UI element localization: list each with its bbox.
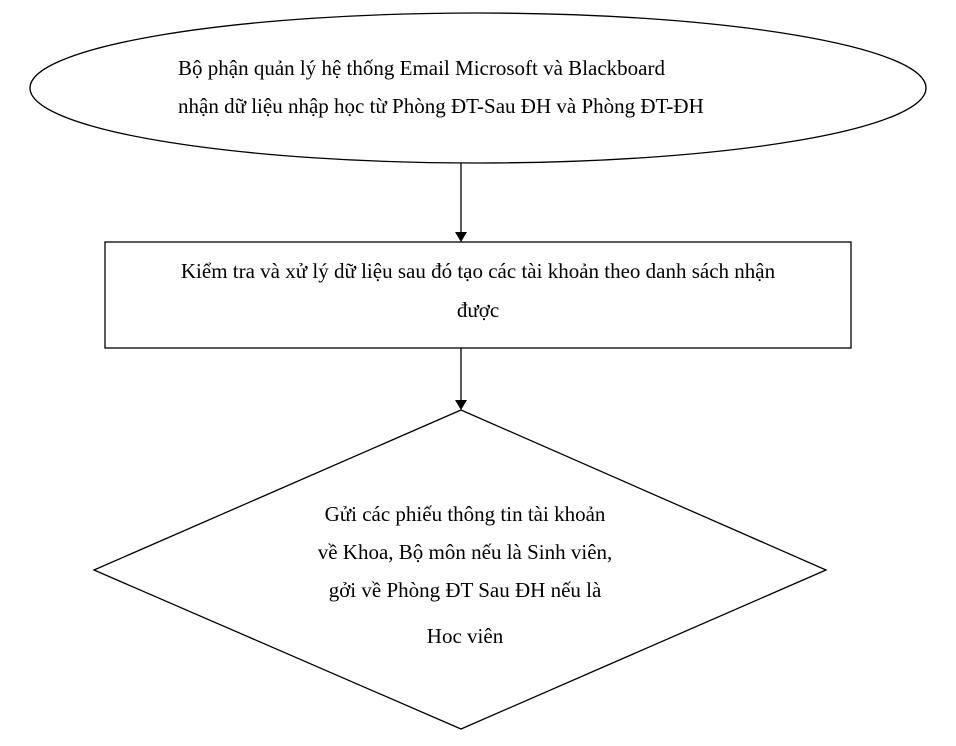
- process-node-line-1: Kiểm tra và xử lý dữ liệu sau đó tạo các…: [180, 259, 776, 283]
- decision-node-line-2: về Khoa, Bộ môn nếu là Sinh viên,: [317, 540, 613, 564]
- start-ellipse: [29, 12, 927, 164]
- decision-node-text: Gửi các phiếu thông tin tài khoản về Kho…: [280, 498, 650, 644]
- process-rectangle: [104, 241, 852, 349]
- start-node-line-2: nhận dữ liệu nhập học từ Phòng ĐT-Sau ĐH…: [178, 94, 704, 118]
- start-node-line-1: Bộ phận quản lý hệ thống Email Microsoft…: [178, 56, 665, 80]
- decision-node-line-3: gởi về Phòng ĐT Sau ĐH nếu là: [328, 578, 602, 602]
- process-node-line-2: được: [456, 298, 500, 322]
- decision-node-line-4: Học viên: [426, 624, 504, 644]
- arrowhead-1: [455, 232, 467, 242]
- decision-node-line-1: Gửi các phiếu thông tin tài khoản: [324, 502, 606, 526]
- arrowhead-2: [455, 400, 467, 410]
- decision-diamond: [92, 409, 828, 730]
